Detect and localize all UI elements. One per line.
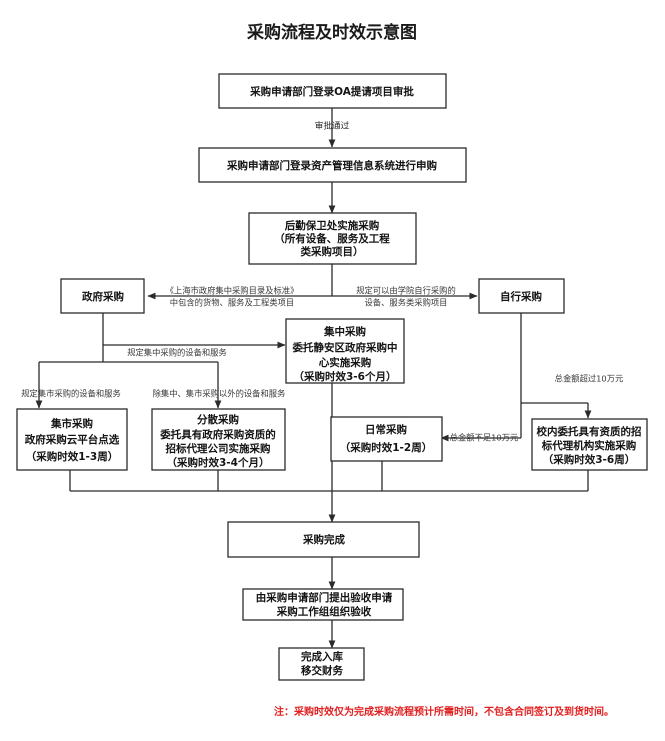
node-centralized-line3: 心实施采购 bbox=[319, 356, 372, 369]
node-asset-system-box[interactable] bbox=[198, 147, 467, 183]
node-acceptance-line2: 采购工作组组织验收 bbox=[276, 605, 372, 618]
node-campus-agency-line1: 校内委托具有资质的招 bbox=[537, 425, 642, 438]
node-centralized[interactable]: 集中采购 委托静安区政府采购中 心实施采购 （采购时效3-6个月） bbox=[285, 318, 405, 384]
node-asset-system[interactable]: 采购申请部门登录资产管理信息系统进行申购 bbox=[198, 147, 467, 183]
node-logistics[interactable]: 后勤保卫处实施采购 （所有设备、服务及工程 类采购项目） bbox=[248, 212, 417, 265]
edge-label-gov-catalog-line2: 中包含的货物、服务及工程类项目 bbox=[170, 298, 294, 308]
node-logistics-line3: 类采购项目） bbox=[301, 245, 364, 258]
node-campus-agency-line2: 标代理机构实施采购 bbox=[541, 439, 637, 452]
node-daily-line1: 日常采购 bbox=[365, 423, 407, 436]
node-oa-apply-box[interactable] bbox=[218, 73, 447, 109]
node-logistics-line2: （所有设备、服务及工程 bbox=[274, 232, 390, 245]
node-warehouse[interactable]: 完成入库 移交财务 bbox=[278, 647, 365, 681]
edge-label-amount-over: 总金额超过10万元 bbox=[555, 374, 624, 384]
node-acceptance-line1: 由采购申请部门提出验收申请 bbox=[256, 591, 393, 604]
node-asset-system-label: 采购申请部门登录资产管理信息系统进行申购 bbox=[226, 159, 437, 172]
node-centralized-line4: （采购时效3-6个月） bbox=[294, 370, 397, 383]
node-daily-box[interactable] bbox=[330, 416, 443, 462]
node-logistics-line1: 后勤保卫处实施采购 bbox=[285, 219, 380, 232]
node-decentralized-line1: 分散采购 bbox=[197, 413, 239, 426]
page-title: 采购流程及时效示意图 bbox=[246, 22, 417, 43]
node-gov-purchase[interactable]: 政府采购 bbox=[60, 278, 145, 314]
edge-label-market-rule: 规定集市采购的设备和服务 bbox=[21, 389, 121, 399]
node-gov-purchase-box[interactable] bbox=[60, 278, 145, 314]
node-gov-purchase-label: 政府采购 bbox=[82, 290, 124, 303]
node-market-line3: （采购时效1-3周） bbox=[26, 450, 118, 463]
edge-label-centralized-rule: 规定集中采购的设备和服务 bbox=[127, 348, 227, 358]
edge-label-other-rule: 除集中、集市采购以外的设备和服务 bbox=[153, 389, 286, 399]
edge-labels: 审批通过 《上海市政府集中采购目录及标准》 中包含的货物、服务及工程类项目 规定… bbox=[21, 120, 623, 443]
node-campus-agency-line3: （采购时效3-6周） bbox=[543, 453, 635, 466]
node-self-purchase[interactable]: 自行采购 bbox=[478, 278, 565, 314]
node-daily[interactable]: 日常采购 （采购时效1-2周） bbox=[330, 416, 443, 462]
node-complete[interactable]: 采购完成 bbox=[227, 521, 420, 558]
node-market[interactable]: 集市采购 政府采购云平台点选 （采购时效1-3周） bbox=[16, 408, 128, 471]
node-acceptance-box[interactable] bbox=[242, 588, 404, 621]
node-market-line2: 政府采购云平台点选 bbox=[25, 433, 120, 446]
node-self-purchase-box[interactable] bbox=[478, 278, 565, 314]
node-market-box[interactable] bbox=[16, 408, 128, 471]
node-acceptance[interactable]: 由采购申请部门提出验收申请 采购工作组组织验收 bbox=[242, 588, 404, 621]
edge-label-self-rule-line2: 设备、服务类采购项目 bbox=[365, 298, 448, 308]
edge-label-approval-passed: 审批通过 bbox=[315, 120, 350, 132]
node-decentralized[interactable]: 分散采购 委托具有政府采购资质的 招标代理公司实施采购 （采购时效3-4个月） bbox=[151, 408, 286, 471]
node-warehouse-box[interactable] bbox=[278, 647, 365, 681]
node-campus-agency-box[interactable] bbox=[531, 418, 648, 471]
node-centralized-line2: 委托静安区政府采购中 bbox=[292, 341, 398, 354]
node-centralized-line1: 集中采购 bbox=[323, 325, 366, 338]
node-decentralized-line4: （采购时效3-4个月） bbox=[167, 456, 270, 469]
node-daily-line2: （采购时效1-2周） bbox=[340, 441, 432, 454]
node-market-line1: 集市采购 bbox=[50, 417, 93, 430]
node-warehouse-line2: 移交财务 bbox=[301, 664, 343, 677]
node-warehouse-line1: 完成入库 bbox=[301, 650, 343, 663]
node-decentralized-box[interactable] bbox=[151, 408, 286, 471]
footer-note: 注：采购时效仅为完成采购流程预计所需时间，不包含合同签订及到货时间。 bbox=[274, 705, 614, 718]
node-self-purchase-label: 自行采购 bbox=[500, 290, 542, 303]
edge-label-amount-under: 总金额不足10万元 bbox=[450, 433, 519, 443]
node-decentralized-line2: 委托具有政府采购资质的 bbox=[159, 428, 276, 441]
edge-label-gov-catalog-line1: 《上海市政府集中采购目录及标准》 bbox=[166, 286, 299, 296]
node-decentralized-line3: 招标代理公司实施采购 bbox=[166, 442, 271, 455]
node-logistics-box[interactable] bbox=[248, 212, 417, 265]
node-oa-apply[interactable]: 采购申请部门登录OA提请项目审批 bbox=[218, 73, 447, 109]
node-complete-label: 采购完成 bbox=[302, 533, 345, 546]
node-centralized-box[interactable] bbox=[285, 318, 405, 384]
node-complete-box[interactable] bbox=[227, 521, 420, 558]
connectors bbox=[35, 108, 592, 649]
edge-label-self-rule-line1: 规定可以由学院自行采购的 bbox=[356, 286, 456, 296]
node-campus-agency[interactable]: 校内委托具有资质的招 标代理机构实施采购 （采购时效3-6周） bbox=[531, 418, 648, 471]
node-oa-apply-label: 采购申请部门登录OA提请项目审批 bbox=[249, 85, 414, 98]
